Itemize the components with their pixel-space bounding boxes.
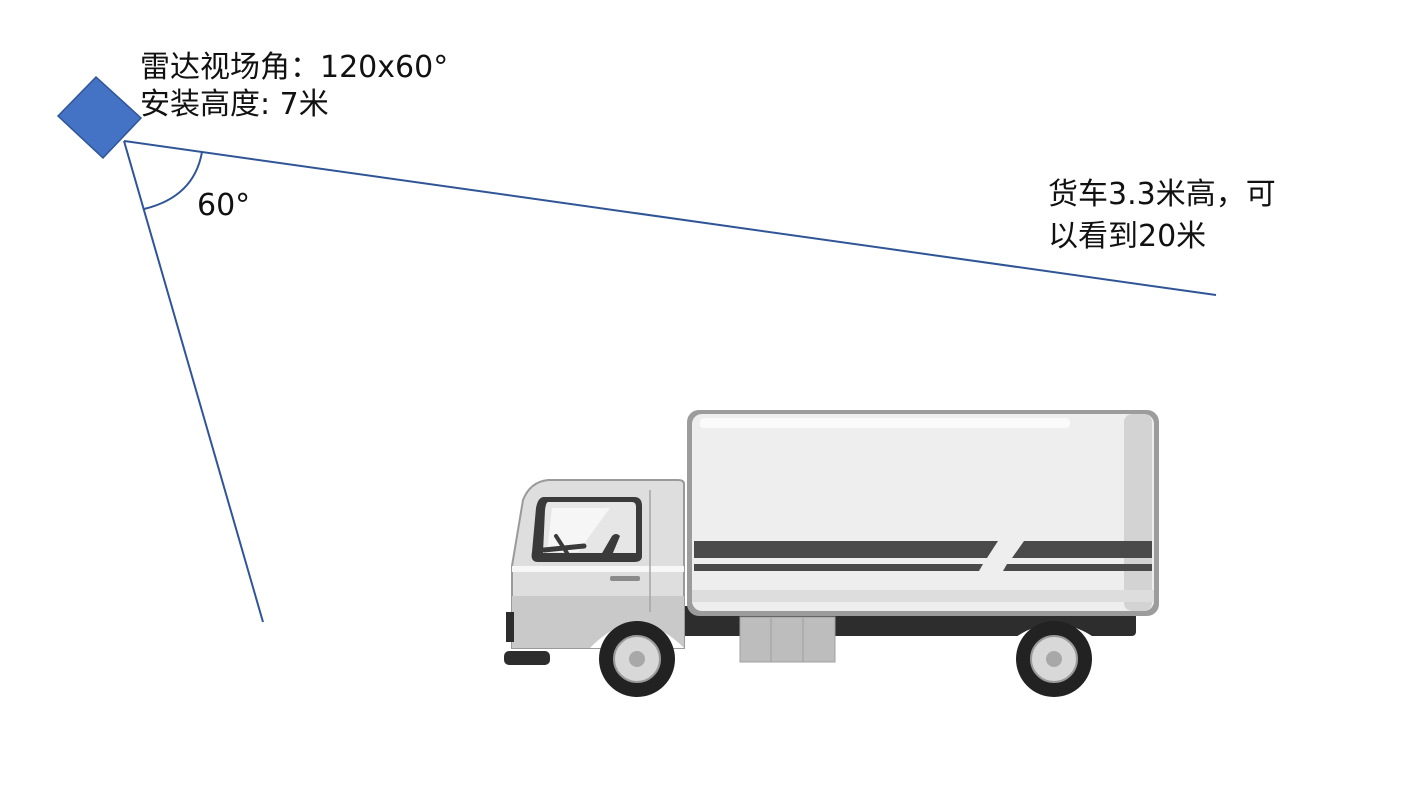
truck-note: 货车3.3米高，可 以看到20米 (1048, 174, 1276, 258)
radar-spec-text: 雷达视场角：120x60° 安装高度: 7米 (140, 50, 448, 124)
radar-height-line: 安装高度: 7米 (140, 87, 329, 122)
radar-fov-line: 雷达视场角：120x60° (140, 50, 449, 85)
truck-note-line-1: 货车3.3米高，可 (1048, 177, 1276, 212)
truck-icon (504, 410, 1159, 697)
angle-label: 60° (197, 188, 251, 223)
fov-lower-ray (123, 140, 264, 623)
fov-upper-ray (123, 140, 1217, 296)
radar-sensor-icon (56, 75, 143, 160)
angle-arc (143, 151, 203, 210)
truck-note-line-2: 以看到20米 (1048, 219, 1207, 254)
